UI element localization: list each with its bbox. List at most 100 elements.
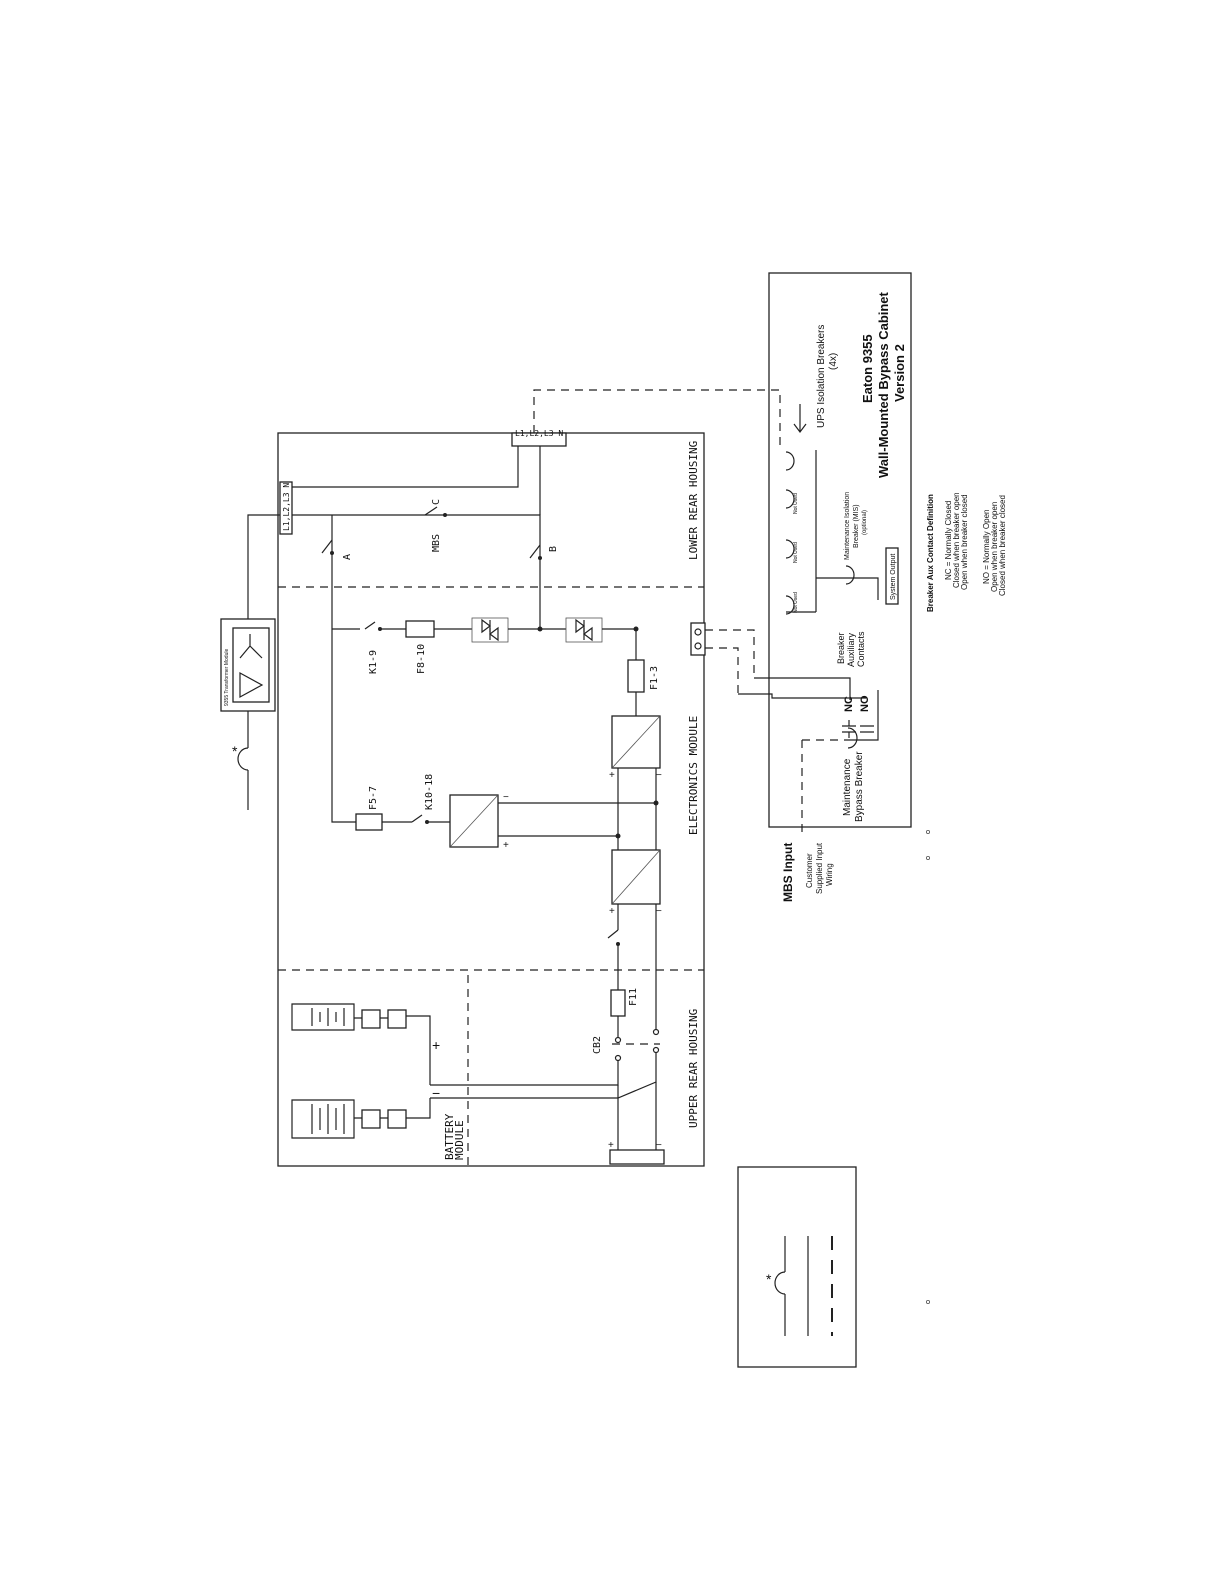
switch-b xyxy=(529,544,541,559)
aux-def-no-2: Open when breaker open xyxy=(990,502,999,592)
battery-plus-sign: + xyxy=(432,1037,440,1053)
switch-c-label: C xyxy=(431,499,442,505)
aux-label-3: Contacts xyxy=(856,631,866,667)
switch-b-label: B xyxy=(548,546,559,552)
mbs-switch-label: MBS xyxy=(431,534,442,552)
lower-rear-housing-label: LOWER REAR HOUSING xyxy=(687,441,700,560)
electronics-module-label: ELECTRONICS MODULE xyxy=(687,716,700,835)
system-output-label: System Output xyxy=(890,554,897,600)
output-terminal-label: L1,L2,L3 N xyxy=(515,429,563,438)
aux-def-no-3: Closed when breaker closed xyxy=(998,495,1007,596)
dcdc-minus: − xyxy=(656,906,662,917)
k1-9-switch xyxy=(364,621,376,630)
battery-module-label-1: BATTERY xyxy=(443,1113,456,1160)
nc-label: NC xyxy=(843,696,855,712)
mbs-input-line-3: Wiring xyxy=(825,863,834,886)
cabinet-title-1: Eaton 9355 xyxy=(860,334,875,403)
transformer-symbol-box xyxy=(232,627,270,703)
nc-contact xyxy=(842,720,856,738)
transformer-breaker xyxy=(237,747,249,771)
input-terminal-block xyxy=(279,481,293,535)
aux-wire-4 xyxy=(738,693,866,699)
cabinet-title-2: Wall-Mounted Bypass Cabinet xyxy=(876,291,891,478)
not-used-label-1: Not Used xyxy=(793,493,799,514)
dcdc-plus: + xyxy=(609,906,615,917)
neutral-wire xyxy=(292,446,519,488)
aux-wire-2 xyxy=(705,647,739,694)
switch-b-pivot xyxy=(538,556,542,560)
breaker-ups-iso-1 xyxy=(785,451,795,471)
legend-star: * xyxy=(766,1271,772,1287)
scr-bridge-1 xyxy=(471,617,509,643)
output-terminal-block xyxy=(511,432,567,447)
connector-minus: − xyxy=(656,1140,662,1151)
mis-breaker xyxy=(845,565,855,585)
k10-18-switch xyxy=(411,814,423,823)
aux-def-nc-1: NC = Normally Closed xyxy=(944,501,953,580)
f11-label: F11 xyxy=(628,988,639,1006)
switch-a-label: A xyxy=(342,554,353,560)
ups-isolation-label-2: (4x) xyxy=(828,353,839,370)
f11-fuse xyxy=(610,989,626,1017)
aux-label-2: Auxiliary xyxy=(846,632,856,667)
scr-1-diode-b xyxy=(489,626,499,642)
no-label: NO xyxy=(859,695,871,712)
switch-c xyxy=(424,506,438,516)
legend-breaker xyxy=(774,1271,786,1295)
dcdc-switch xyxy=(607,929,619,939)
system-output-box xyxy=(885,547,899,605)
mbb-breaker xyxy=(847,727,858,749)
transformer-out-wire xyxy=(247,514,280,619)
battery-string-1 xyxy=(291,1003,431,1085)
aux-terminal-pin-2 xyxy=(694,642,702,650)
not-used-label-3: Not Used xyxy=(793,592,799,613)
charger-diag xyxy=(449,794,499,848)
upper-rear-housing-label: UPPER REAR HOUSING xyxy=(687,1009,700,1128)
charger-plus: + xyxy=(503,840,509,851)
mbb-wire xyxy=(848,690,879,741)
battery-connector xyxy=(609,1149,665,1165)
page-mark-1 xyxy=(926,830,931,835)
mbs-input-line-1: Customer xyxy=(805,853,814,888)
transformer-star: * xyxy=(232,743,238,759)
aux-terminal xyxy=(690,622,706,656)
no-contact xyxy=(860,725,874,733)
connector-plus: + xyxy=(608,1140,614,1151)
inverter-plus: + xyxy=(609,770,615,781)
legend-box xyxy=(737,1166,857,1368)
battery-string-2 xyxy=(291,1098,431,1139)
aux-def-no-1: NO = Normally Open xyxy=(982,510,991,584)
f8-10-fuse xyxy=(405,620,435,638)
transformer-delta xyxy=(239,671,264,699)
switch-a-pivot xyxy=(330,551,334,555)
ups-isolation-arrow xyxy=(793,404,807,433)
f8-10-label: F8-10 xyxy=(416,644,427,674)
cabinet-title-3: Version 2 xyxy=(892,344,907,402)
cb2-contact-1 xyxy=(614,1036,622,1044)
f5-7-label: F5-7 xyxy=(368,786,379,810)
junction-mid xyxy=(537,626,543,632)
aux-def-nc-2: Closed when breaker open xyxy=(952,492,961,588)
battery-module-label-2: MODULE xyxy=(453,1120,466,1160)
breaker-not-used-2 xyxy=(785,539,795,559)
mbb-label-1: Maintenance xyxy=(842,758,853,816)
transformer-label: 9355 Transformer Module xyxy=(224,649,230,706)
junction-out xyxy=(633,626,639,632)
breaker-not-used-3 xyxy=(785,595,795,615)
f5-7-fuse xyxy=(355,813,383,831)
not-used-label-2: Not Used xyxy=(793,542,799,563)
charger-minus: − xyxy=(503,792,509,803)
k10-18-label: K10-18 xyxy=(424,774,435,810)
scr-bridge-2 xyxy=(565,617,603,643)
f1-3-fuse xyxy=(627,659,645,693)
aux-def-title: Breaker Aux Contact Definition xyxy=(926,494,935,612)
ups-isolation-label-1: UPS Isolation Breakers xyxy=(816,325,827,428)
page-mark-3 xyxy=(926,1300,931,1305)
mbb-label-2: Bypass Breaker xyxy=(854,751,865,822)
battery-minus-sign: − xyxy=(432,1085,440,1101)
aux-def-nc-3: Open when breaker closed xyxy=(960,494,969,590)
mis-label-3: (optional) xyxy=(862,510,868,535)
left-rail xyxy=(331,515,356,823)
breaker-not-used-1 xyxy=(785,489,795,509)
mbs-input-title: MBS Input xyxy=(781,843,795,902)
